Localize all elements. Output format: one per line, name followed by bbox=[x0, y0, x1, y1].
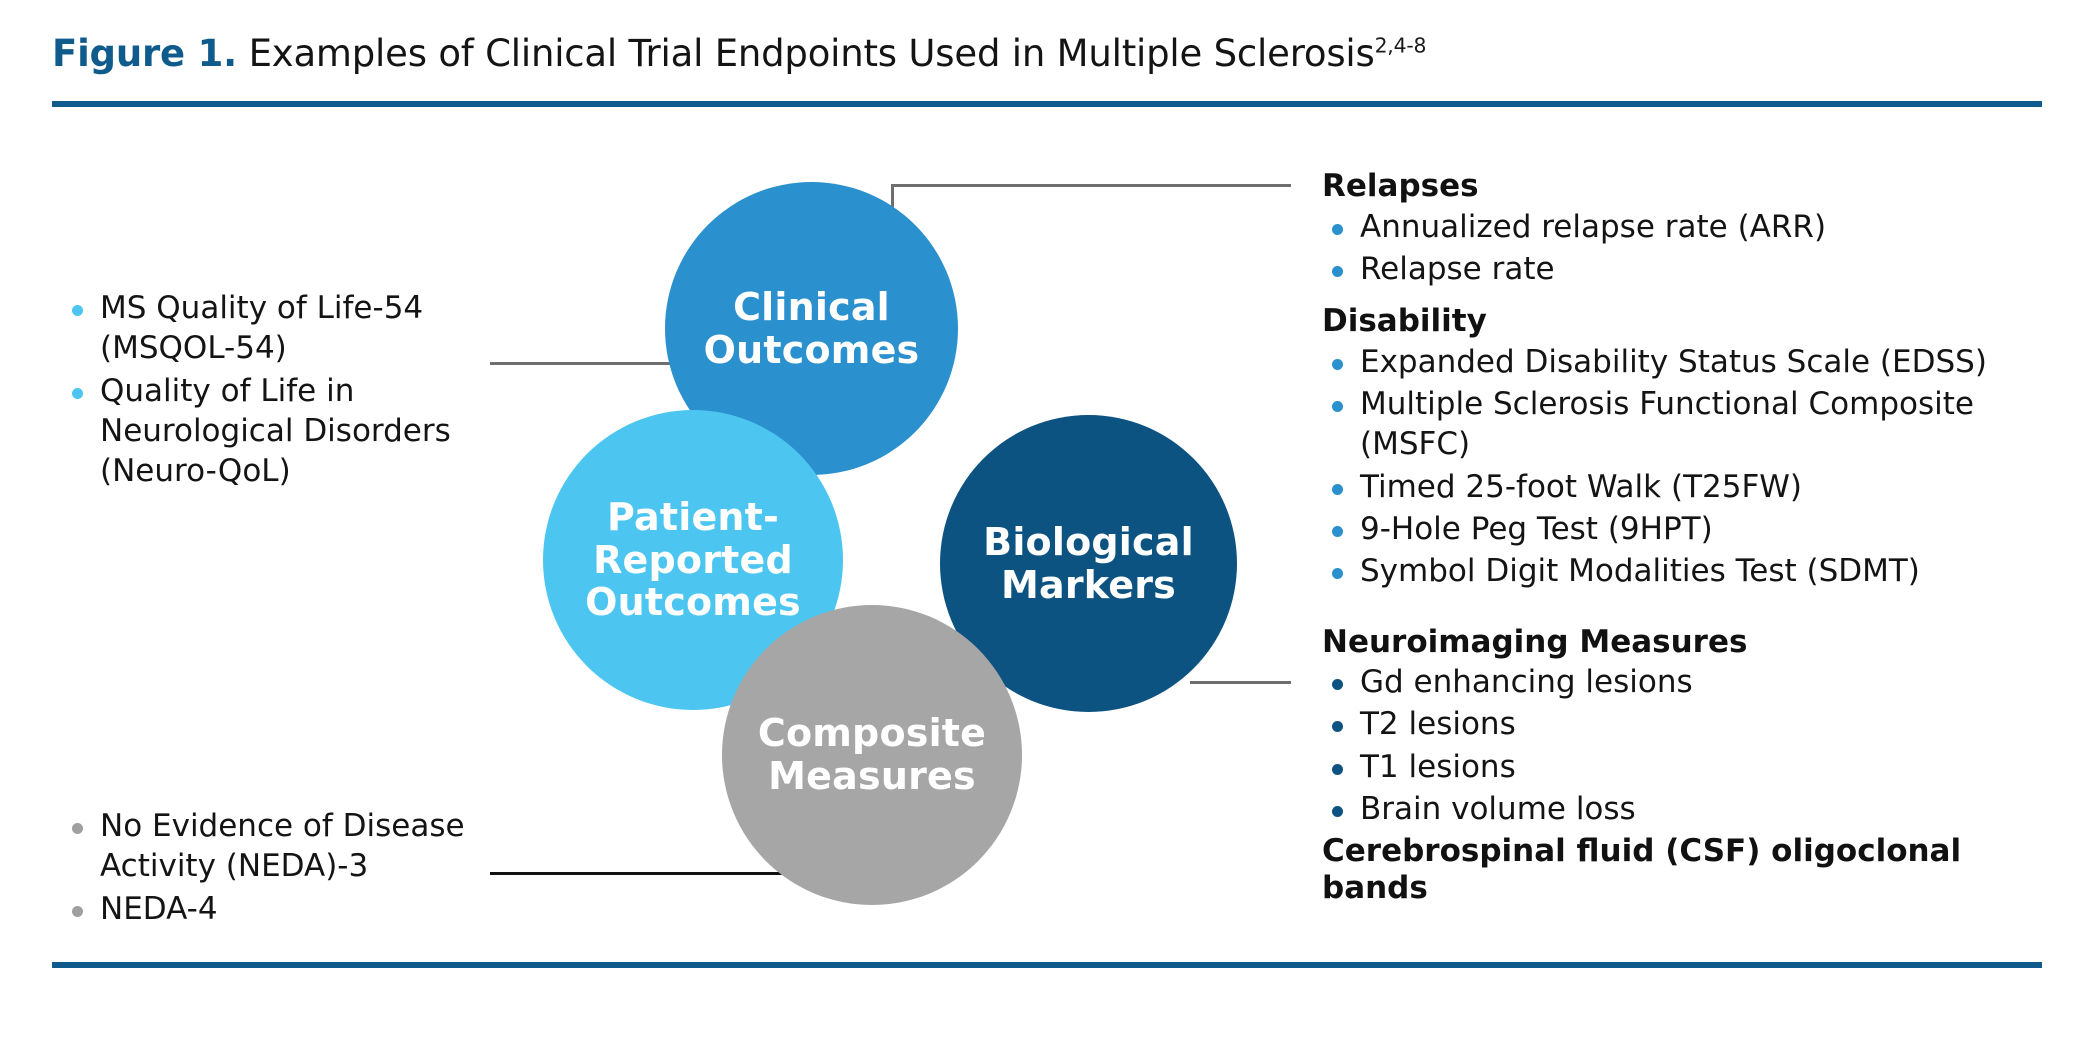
header-divider bbox=[52, 101, 2042, 107]
circle-clinical-outcomes-label: Clinical Outcomes bbox=[703, 284, 920, 372]
list-item: Expanded Disability Status Scale (EDSS) bbox=[1322, 342, 2062, 382]
figure-superscript-references: 2,4-8 bbox=[1374, 33, 1427, 58]
list-item: T2 lesions bbox=[1322, 704, 2062, 744]
footer-divider bbox=[52, 962, 2042, 968]
circle-patient-reported-outcomes-label: Patient-Reported Outcomes bbox=[585, 495, 801, 625]
section-heading-relapses: Relapses bbox=[1322, 168, 1479, 204]
disability-list: Expanded Disability Status Scale (EDSS) … bbox=[1322, 342, 2062, 592]
circle-biological-markers[interactable]: Biological Markers bbox=[940, 415, 1237, 712]
endpoints-detail-column: Relapses Annualized relapse rate (ARR) R… bbox=[1322, 168, 2062, 908]
connector-composite-horizontal bbox=[490, 872, 795, 875]
section-heading-neuroimaging: Neuroimaging Measures bbox=[1322, 623, 1748, 660]
page-title: Figure 1. Examples of Clinical Trial End… bbox=[52, 32, 2042, 75]
figure-title-text: Examples of Clinical Trial Endpoints Use… bbox=[237, 32, 1375, 75]
composite-measures-list-group: No Evidence of Disease Activity (NEDA)-3… bbox=[62, 806, 492, 931]
connector-patient-horizontal bbox=[490, 362, 693, 365]
list-item: Timed 25-foot Walk (T25FW) bbox=[1322, 467, 2062, 507]
list-item: Symbol Digit Modalities Test (SDMT) bbox=[1322, 551, 2062, 591]
list-item: 9-Hole Peg Test (9HPT) bbox=[1322, 509, 2062, 549]
list-item: Annualized relapse rate (ARR) bbox=[1322, 207, 2062, 247]
list-item: Gd enhancing lesions bbox=[1322, 662, 2062, 702]
list-item: NEDA-4 bbox=[62, 889, 492, 929]
section-heading-disability: Disability bbox=[1322, 303, 1487, 340]
patient-reported-outcomes-list-group: MS Quality of Life-54 (MSQOL-54) Quality… bbox=[62, 288, 492, 493]
section-spacer bbox=[1322, 594, 2062, 624]
connector-clinical-horizontal bbox=[891, 184, 1291, 187]
list-item: MS Quality of Life-54 (MSQOL-54) bbox=[62, 288, 492, 369]
list-item: Brain volume loss bbox=[1322, 789, 2062, 829]
patient-reported-outcomes-list: MS Quality of Life-54 (MSQOL-54) Quality… bbox=[62, 288, 492, 491]
list-item: Multiple Sclerosis Functional Composite … bbox=[1322, 384, 2062, 465]
csf-oligoclonal-bands-note: Cerebrospinal fluid (CSF) oligoclonal ba… bbox=[1322, 833, 1962, 907]
circle-composite-measures-label: Composite Measures bbox=[757, 711, 987, 798]
neuroimaging-list: Gd enhancing lesions T2 lesions T1 lesio… bbox=[1322, 662, 2062, 829]
relapses-list: Annualized relapse rate (ARR) Relapse ra… bbox=[1322, 207, 2062, 290]
list-item: No Evidence of Disease Activity (NEDA)-3 bbox=[62, 806, 492, 887]
circle-composite-measures[interactable]: Composite Measures bbox=[722, 605, 1022, 905]
circle-clinical-outcomes[interactable]: Clinical Outcomes bbox=[665, 182, 958, 475]
list-item: T1 lesions bbox=[1322, 747, 2062, 787]
figure-label: Figure 1. bbox=[52, 32, 238, 75]
connector-biological-horizontal bbox=[1190, 681, 1291, 684]
circle-biological-markers-label: Biological Markers bbox=[983, 519, 1194, 607]
composite-measures-list: No Evidence of Disease Activity (NEDA)-3… bbox=[62, 806, 492, 929]
list-item: Quality of Life in Neurological Disorder… bbox=[62, 371, 492, 492]
list-item: Relapse rate bbox=[1322, 249, 2062, 289]
